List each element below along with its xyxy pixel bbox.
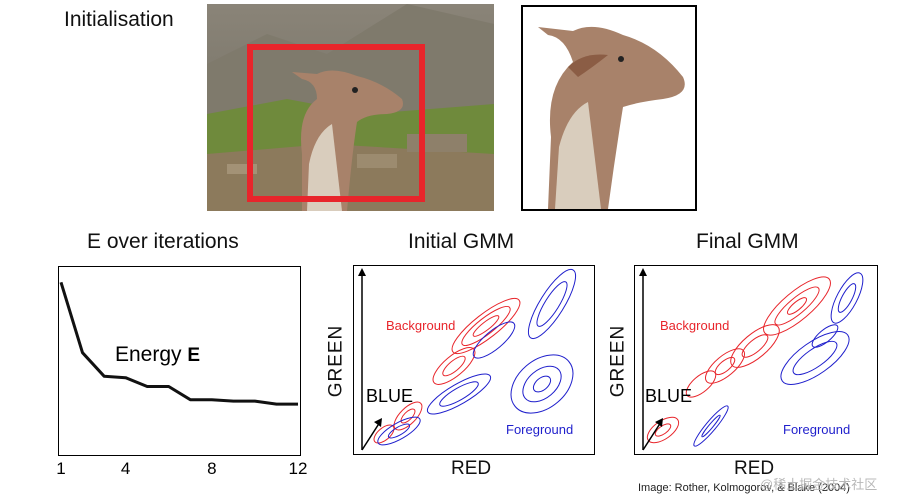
energy-line xyxy=(59,281,298,406)
initial-gmm-plot: Background Foreground BLUE xyxy=(353,265,595,455)
final-gmm-ellipses xyxy=(639,268,864,451)
initialisation-title: Initialisation xyxy=(64,8,174,31)
energy-label-text: Energy xyxy=(115,343,188,366)
initial-gmm-ellipses xyxy=(358,268,577,451)
segmented-llama-frame xyxy=(521,5,697,211)
initial-gmm-title: Initial GMM xyxy=(408,230,515,253)
initial-bounding-box xyxy=(247,44,425,202)
energy-x-tick: 1 xyxy=(56,459,66,478)
energy-line-chart xyxy=(59,281,299,406)
final-foreground-label: Foreground xyxy=(783,422,851,437)
final-gmm-title: Final GMM xyxy=(696,230,799,253)
energy-plot-area: Energy E xyxy=(58,266,301,456)
energy-x-tick: 12 xyxy=(288,459,308,478)
initial-foreground-label: Foreground xyxy=(506,422,574,437)
llama-scene-image xyxy=(207,4,494,211)
energy-x-tick: 4 xyxy=(120,459,131,478)
watermark: @稀土掘金技术社区 xyxy=(760,477,878,492)
final-gmm-plot: Background Foreground BLUE xyxy=(634,265,878,455)
final-red-axis-label: RED xyxy=(734,458,775,479)
initial-background-label: Background xyxy=(386,318,456,333)
initial-red-axis-label: RED xyxy=(451,458,492,479)
image-credit: Image: Rother, Kolmogorov, & Blake (2004… xyxy=(638,482,850,494)
llama-photo-with-box xyxy=(207,4,494,211)
initial-background-clusters xyxy=(373,297,521,444)
final-background-clusters xyxy=(646,276,831,444)
final-green-axis-label: GREEN xyxy=(607,324,629,398)
energy-label: Energy E xyxy=(115,343,200,367)
final-background-label: Background xyxy=(660,318,730,333)
initial-foreground-clusters xyxy=(377,268,577,446)
initial-green-axis-label: GREEN xyxy=(325,324,347,398)
energy-symbol: E xyxy=(187,345,201,366)
final-foreground-clusters xyxy=(693,272,864,447)
energy-chart-title: E over iterations xyxy=(87,230,239,253)
segmented-llama-image xyxy=(538,26,685,210)
final-blue-label: BLUE xyxy=(645,386,693,406)
energy-x-tick: 8 xyxy=(207,459,217,478)
initial-blue-label: BLUE xyxy=(366,386,414,406)
